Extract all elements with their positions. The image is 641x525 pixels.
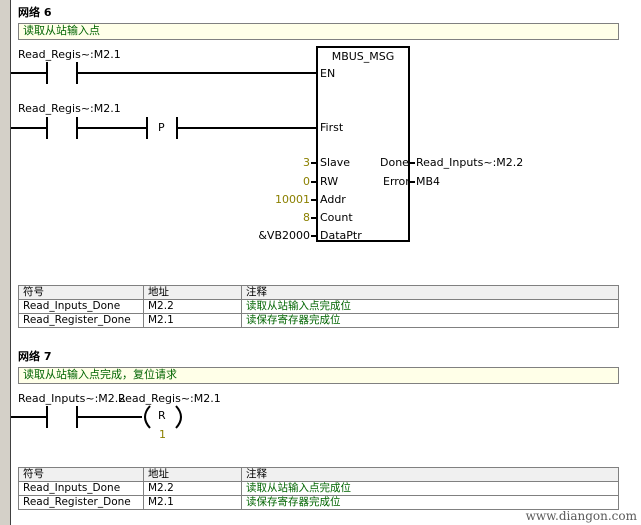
header-address: 地址 (143, 467, 242, 482)
pin-tick (409, 162, 415, 164)
wire (78, 127, 146, 129)
header-symbol: 符号 (18, 285, 144, 300)
reset-coil-icon[interactable] (138, 404, 188, 430)
symbol-cell: Read_Register_Done (18, 313, 144, 328)
pin-tick (311, 162, 317, 164)
table-row[interactable]: Read_Inputs_Done M2.2 读取从站输入点完成位 (18, 481, 619, 496)
wire (78, 72, 318, 74)
p-contact-left[interactable] (146, 117, 148, 139)
contact-1-label: Read_Regis~:M2.1 (18, 48, 121, 61)
symbol-cell: Read_Inputs_Done (18, 481, 144, 496)
pin-count: Count (320, 211, 353, 224)
addr-value[interactable]: 10001 (275, 193, 310, 206)
symbol-cell: Read_Register_Done (18, 495, 144, 510)
comment-cell: 读取从站输入点完成位 (241, 299, 619, 314)
pin-tick (311, 217, 317, 219)
table-row[interactable]: Read_Inputs_Done M2.2 读取从站输入点完成位 (18, 299, 619, 314)
pin-tick (311, 235, 317, 237)
address-cell: M2.1 (143, 495, 242, 510)
contact-2-left[interactable] (46, 117, 48, 139)
network-7-symbol-table: 符号 地址 注释 Read_Inputs_Done M2.2 读取从站输入点完成… (18, 467, 619, 510)
wire (11, 127, 46, 129)
table-header-row: 符号 地址 注释 (18, 467, 619, 482)
pin-tick (409, 181, 415, 183)
table-row[interactable]: Read_Register_Done M2.1 读保存寄存器完成位 (18, 313, 619, 328)
coil-label: R (158, 409, 166, 422)
contact-3-right[interactable] (76, 406, 78, 428)
network-6-comment[interactable]: 读取从站输入点 (18, 23, 619, 40)
network-7-comment[interactable]: 读取从站输入点完成，复位请求 (18, 367, 619, 384)
pin-first: First (320, 121, 344, 134)
contact-1-left[interactable] (46, 62, 48, 84)
address-cell: M2.2 (143, 299, 242, 314)
header-comment: 注释 (241, 467, 619, 482)
p-contact-right[interactable] (176, 117, 178, 139)
rw-value[interactable]: 0 (303, 175, 310, 188)
pin-rw: RW (320, 175, 339, 188)
address-cell: M2.2 (143, 481, 242, 496)
pin-slave: Slave (320, 156, 351, 169)
dataptr-value[interactable]: &VB2000 (258, 229, 310, 242)
pin-done: Done (380, 156, 409, 169)
network-6-title[interactable]: 网络 6 (18, 6, 52, 19)
pin-addr: Addr (320, 193, 346, 206)
mbus-msg-block[interactable]: MBUS_MSG (316, 46, 410, 242)
slave-value[interactable]: 3 (303, 156, 310, 169)
wire (78, 416, 142, 418)
comment-cell: 读取从站输入点完成位 (241, 481, 619, 496)
contact-1-right[interactable] (76, 62, 78, 84)
coil-count[interactable]: 1 (159, 428, 166, 441)
count-value[interactable]: 8 (303, 211, 310, 224)
table-header-row: 符号 地址 注释 (18, 285, 619, 300)
wire (11, 72, 46, 74)
power-rail (10, 0, 11, 525)
header-address: 地址 (143, 285, 242, 300)
pin-tick (311, 181, 317, 183)
comment-cell: 读保存寄存器完成位 (241, 313, 619, 328)
error-output[interactable]: MB4 (416, 175, 441, 188)
block-name: MBUS_MSG (331, 50, 395, 63)
address-cell: M2.1 (143, 313, 242, 328)
pin-en: EN (320, 67, 336, 80)
header-symbol: 符号 (18, 467, 144, 482)
symbol-cell: Read_Inputs_Done (18, 299, 144, 314)
pin-error: Error (383, 175, 410, 188)
wire (11, 416, 46, 418)
contact-2-right[interactable] (76, 117, 78, 139)
network-6-symbol-table: 符号 地址 注释 Read_Inputs_Done M2.2 读取从站输入点完成… (18, 285, 619, 328)
contact-3-label: Read_Inputs~:M2.2 (18, 392, 126, 405)
p-contact-label: P (158, 121, 165, 134)
network-7-title[interactable]: 网络 7 (18, 350, 52, 363)
done-output[interactable]: Read_Inputs~:M2.2 (416, 156, 524, 169)
contact-2-label: Read_Regis~:M2.1 (18, 102, 121, 115)
wire (178, 127, 318, 129)
contact-3-left[interactable] (46, 406, 48, 428)
contact-4-label: Read_Regis~:M2.1 (118, 392, 221, 405)
header-comment: 注释 (241, 285, 619, 300)
pin-tick (311, 199, 317, 201)
pin-dataptr: DataPtr (320, 229, 362, 242)
table-row[interactable]: Read_Register_Done M2.1 读保存寄存器完成位 (18, 495, 619, 510)
watermark: www.diangon.com (525, 509, 637, 523)
comment-cell: 读保存寄存器完成位 (241, 495, 619, 510)
